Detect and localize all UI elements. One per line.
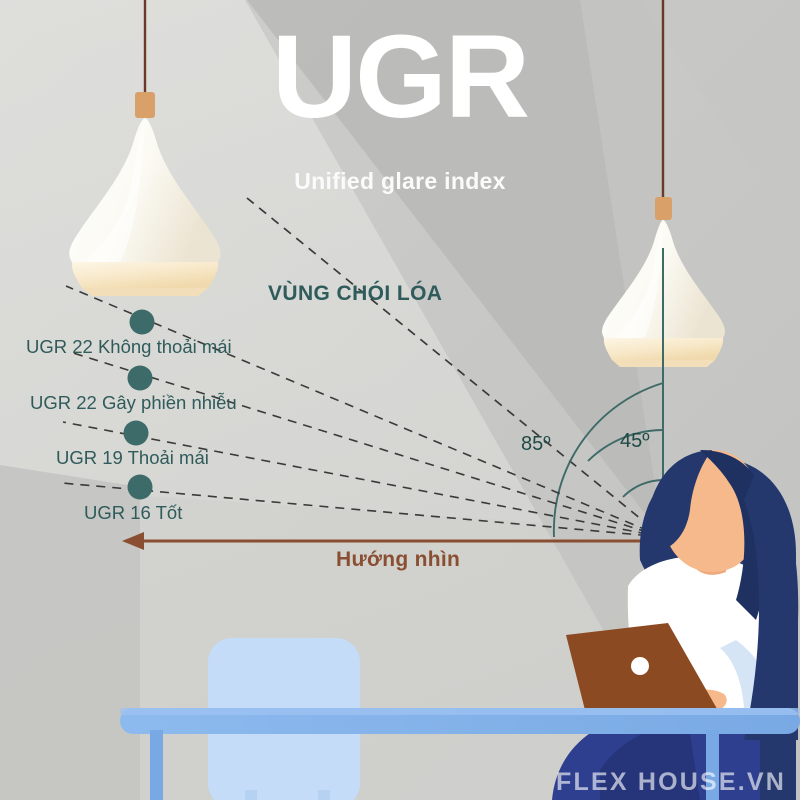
ugr-dot-2 (123, 420, 149, 446)
ugr-level-label-1: UGR 22 Gây phiền nhiễu (30, 392, 237, 413)
ugr-dot-0 (129, 309, 155, 335)
view-direction-label: Hướng nhìn (336, 548, 461, 571)
ugr-ray-0 (65, 285, 664, 538)
ugr-dot-1 (127, 365, 153, 391)
glare-zone-label: VÙNG CHÓI LÓA (268, 282, 443, 305)
ugr-level-label-0: UGR 22 Không thoải mái (26, 336, 232, 357)
ugr-ray-1 (69, 351, 664, 538)
person-working (552, 450, 799, 800)
angle-85-label: 85º (521, 433, 551, 455)
view-direction-arrow (122, 532, 690, 550)
ugr-ray-2 (62, 421, 664, 538)
page-subtitle: Unified glare index (294, 168, 506, 194)
ugr-ray-fan (61, 285, 664, 538)
ugr-dot-3 (127, 474, 153, 500)
ugr-ray-3 (61, 482, 664, 538)
arc-45-inner (622, 479, 664, 498)
arc-45 (587, 429, 664, 462)
watermark-text: FLEX HOUSE.VN (556, 768, 787, 796)
pendant-lamp-left (69, 0, 221, 296)
ugr-level-label-3: UGR 16 Tốt (84, 502, 183, 523)
page-title: UGR (271, 11, 530, 143)
arc-85 (552, 382, 664, 538)
laptop-logo (631, 657, 649, 675)
desk (120, 708, 800, 800)
ugr-dot-group (123, 309, 155, 500)
angle-45-label: 45º (620, 430, 650, 452)
ugr-level-label-2: UGR 19 Thoải mái (56, 447, 209, 468)
